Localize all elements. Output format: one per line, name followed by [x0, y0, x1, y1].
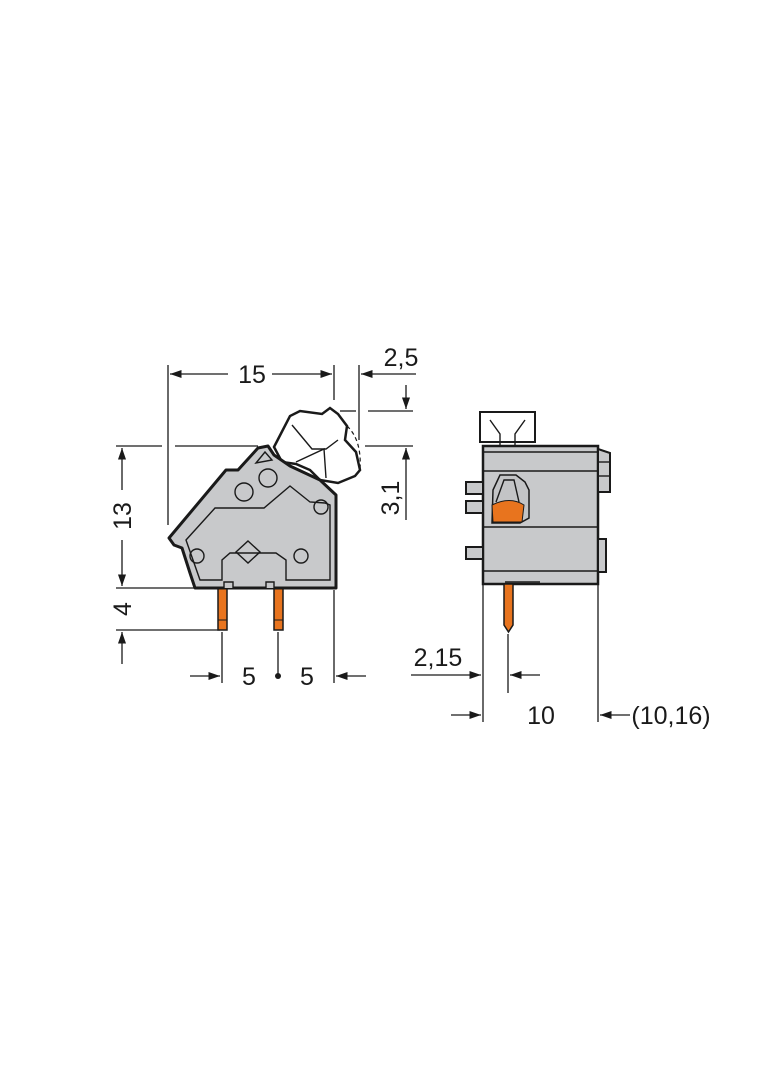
- dimension-width: 10: [527, 702, 555, 730]
- dimension-height: 13: [109, 502, 137, 530]
- actuator-lever: [272, 406, 362, 485]
- dimension-pin-offset: 2,15: [414, 644, 463, 672]
- front-solder-pin: [503, 583, 514, 634]
- dimension-width-top: 15: [238, 361, 266, 389]
- dimension-pitch-right: 5: [300, 663, 314, 691]
- actuator-top: [479, 411, 536, 446]
- dimension-actuator-offset: 2,5: [384, 344, 419, 372]
- solder-pins: [217, 587, 284, 631]
- terminal-housing: [167, 444, 338, 590]
- front-view: 2,15 10 (10,16): [411, 411, 711, 730]
- dimension-actuator-height: 3,1: [377, 481, 405, 516]
- side-view: 15 2,5 3,1 13 4 5 5: [109, 344, 418, 691]
- dimension-pitch-left: 5: [242, 663, 256, 691]
- pitch-center-dot: [275, 673, 281, 679]
- front-housing: [465, 444, 611, 586]
- dimension-width-alt: (10,16): [631, 702, 710, 730]
- dimension-pin-length: 4: [109, 602, 137, 616]
